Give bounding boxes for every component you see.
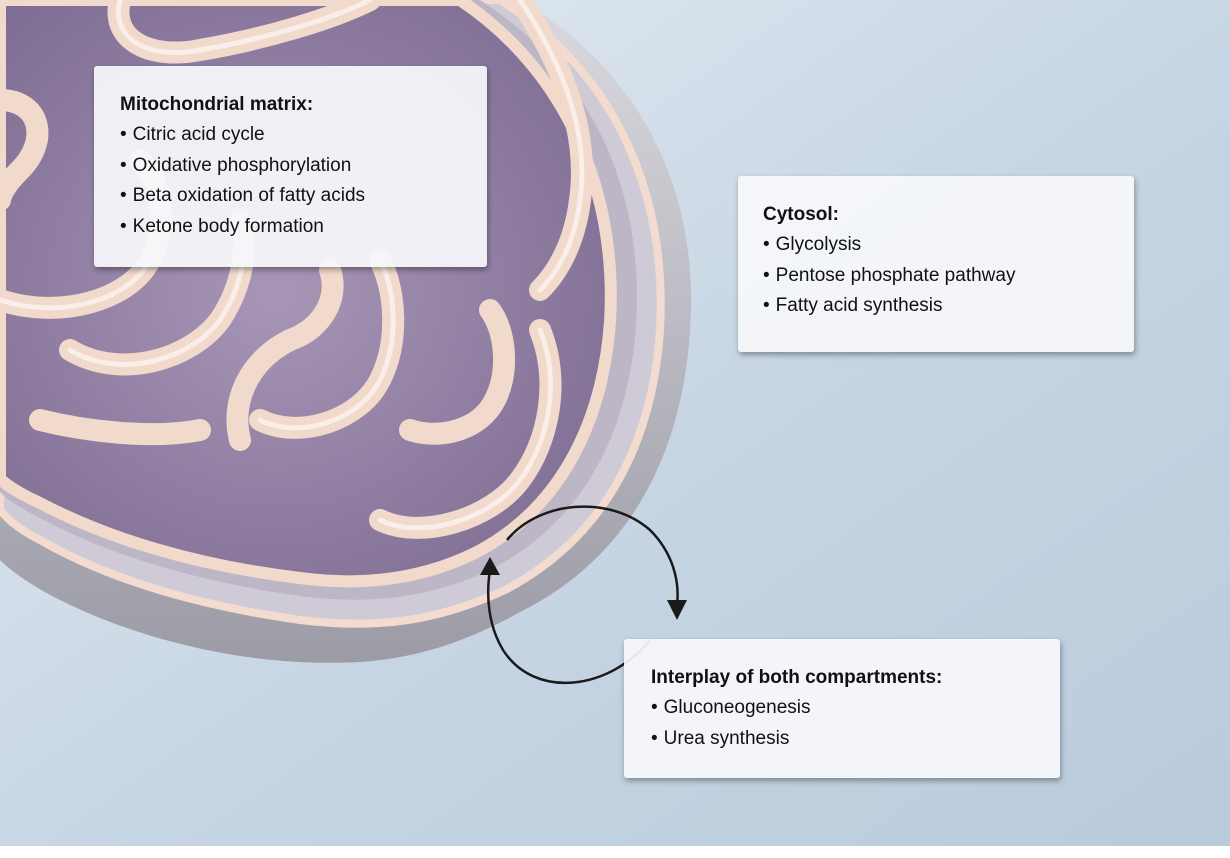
matrix-process-list: Citric acid cycle Oxidative phosphorylat… (120, 120, 487, 242)
list-item: Citric acid cycle (120, 120, 487, 151)
cytosol-title: Cytosol: (763, 204, 839, 225)
mitochondrial-matrix-panel: Mitochondrial matrix: Citric acid cycle … (94, 66, 487, 267)
crista-6 (226, 259, 344, 451)
list-item: Ketone body formation (120, 212, 487, 243)
interplay-process-list: Gluconeogenesis Urea synthesis (651, 693, 1060, 754)
exchange-cycle-arrows (480, 505, 687, 685)
list-item: Urea synthesis (651, 724, 1060, 755)
crista-8 (399, 299, 516, 445)
list-item: Oxidative phosphorylation (120, 151, 487, 182)
interplay-title: Interplay of both compartments: (651, 667, 943, 688)
list-item: Gluconeogenesis (651, 693, 1060, 724)
cytosol-process-list: Glycolysis Pentose phosphate pathway Fat… (763, 230, 1134, 322)
cycle-arrow-clockwise (506, 505, 679, 606)
cycle-arrowhead-up (480, 557, 500, 575)
list-item: Beta oxidation of fatty acids (120, 181, 487, 212)
cycle-arrow-counterclockwise (486, 569, 651, 685)
list-item: Glycolysis (763, 230, 1134, 261)
crista-10 (29, 409, 211, 446)
list-item: Pentose phosphate pathway (763, 261, 1134, 292)
bottom-strip (0, 846, 1230, 858)
cytosol-panel: Cytosol: Glycolysis Pentose phosphate pa… (738, 176, 1134, 352)
interplay-panel: Interplay of both compartments: Gluconeo… (624, 639, 1060, 778)
list-item: Fatty acid synthesis (763, 291, 1134, 322)
crista-2 (0, 89, 49, 211)
cycle-arrowhead-down (667, 600, 687, 620)
matrix-title: Mitochondrial matrix: (120, 94, 314, 115)
